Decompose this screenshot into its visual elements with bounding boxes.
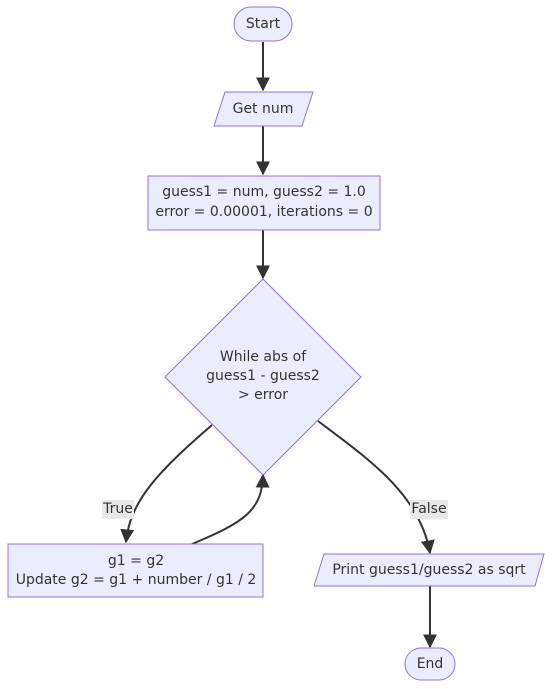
svg-text:guess1 = num, guess2 = 1.0: guess1 = num, guess2 = 1.0 xyxy=(162,184,366,200)
edge-loop-to-update xyxy=(120,424,213,544)
svg-text:End: End xyxy=(417,656,444,672)
svg-text:False: False xyxy=(411,501,446,517)
start-node: Start xyxy=(233,6,293,42)
svg-text:Print guess1/guess2 as sqrt: Print guess1/guess2 as sqrt xyxy=(332,562,526,578)
svg-text:> error: > error xyxy=(238,387,288,403)
svg-text:g1 = g2: g1 = g2 xyxy=(108,553,164,569)
end-node: End xyxy=(404,647,456,681)
edge-loop-to-print xyxy=(317,420,435,555)
svg-text:Get num: Get num xyxy=(233,101,294,117)
svg-text:Start: Start xyxy=(246,16,281,32)
svg-text:error = 0.00001, iterations =: error = 0.00001, iterations = 0 xyxy=(155,204,372,220)
svg-text:True: True xyxy=(102,501,133,517)
print-node: Print guess1/guess2 as sqrt xyxy=(313,553,545,587)
init-node: guess1 = num, guess2 = 1.0 error = 0.000… xyxy=(147,175,381,231)
svg-text:guess1 - guess2: guess1 - guess2 xyxy=(206,368,320,384)
edge-update-to-loop xyxy=(191,473,270,545)
loop-decision-node: While abs of guess1 - guess2 > error xyxy=(164,278,362,476)
edge-label-false: False xyxy=(410,500,448,519)
get-num-node: Get num xyxy=(213,91,314,127)
svg-text:While abs of: While abs of xyxy=(220,349,307,365)
update-node: g1 = g2 Update g2 = g1 + number / g1 / 2 xyxy=(7,543,264,598)
edge-label-true: True xyxy=(102,500,134,519)
svg-text:Update g2 = g1 + number / g1 /: Update g2 = g1 + number / g1 / 2 xyxy=(16,572,257,588)
